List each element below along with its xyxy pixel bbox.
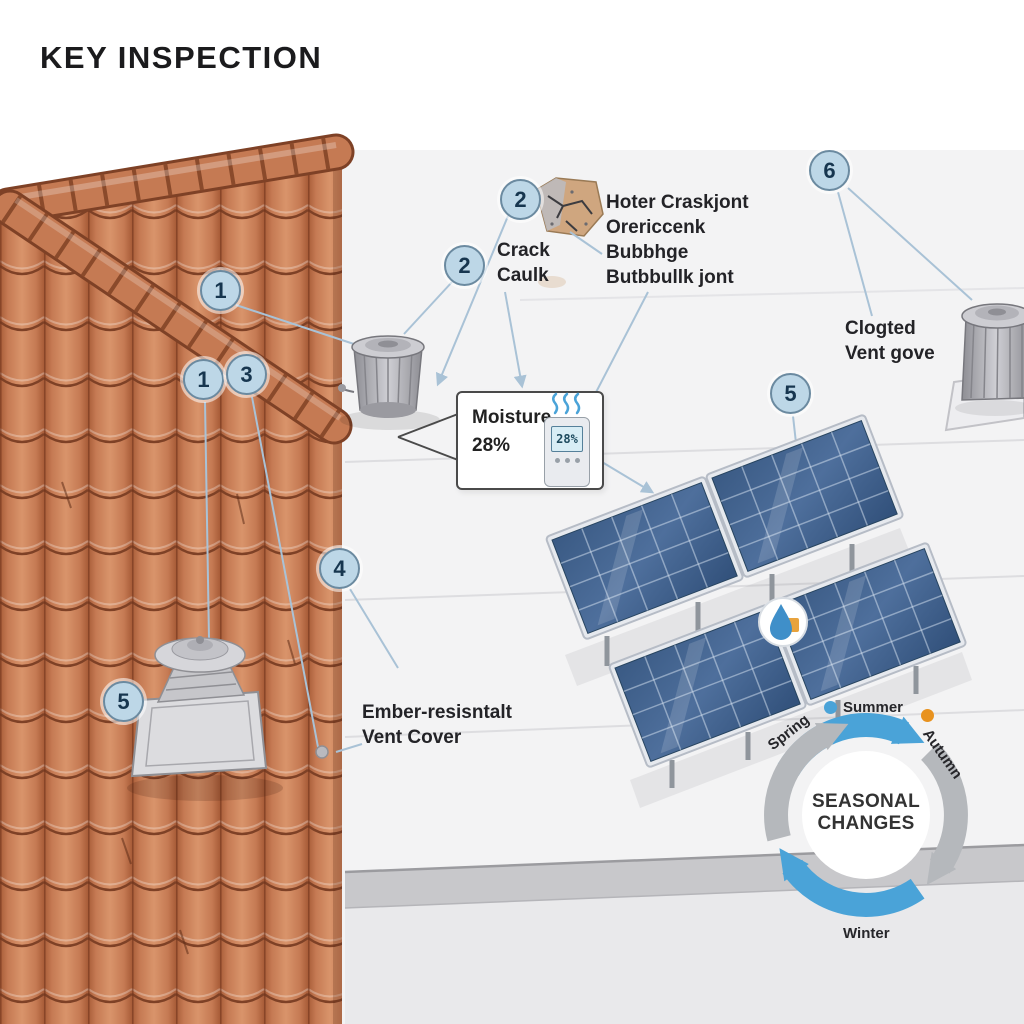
solar-panel-array (544, 413, 972, 808)
callout-3: 3 (226, 354, 267, 395)
moisture-meter-buttons (545, 458, 589, 463)
summer-dot-icon (824, 701, 837, 714)
season-winter: Winter (843, 925, 890, 942)
autumn-dot-icon (921, 709, 934, 722)
callout-2-upper: 2 (500, 179, 541, 220)
moisture-value: 28% (472, 434, 511, 456)
label-crack-caulk: Crack Caulk (497, 240, 550, 287)
page-title: KEY INSPECTION (40, 40, 323, 75)
ridge-tiles (0, 133, 355, 445)
square-roof-vent (127, 636, 283, 801)
season-summer: Summer (843, 699, 904, 716)
fastener-dot (315, 745, 329, 759)
label-clogged-vent: Clogted Vent gove (845, 318, 935, 365)
steam-waves-icon (548, 391, 588, 420)
callout-1-lower: 1 (183, 359, 224, 400)
moisture-callout-pointer (397, 413, 459, 461)
label-hot-crack-joint: Hoter Craskjont Orericcenk Bubbhge Butbb… (606, 192, 749, 289)
seasonal-changes-label: SEASONAL CHANGES (812, 791, 920, 834)
moisture-meter-device: 28% (544, 417, 590, 487)
leader-lines (146, 187, 973, 753)
roof-vent-top-right (944, 303, 1024, 432)
seasonal-cycle-arrows (764, 713, 968, 917)
callout-5-left: 5 (103, 681, 144, 722)
moisture-meter-screen: 28% (551, 426, 583, 452)
tile-roof (0, 133, 355, 1024)
crack-patch (535, 177, 604, 288)
roof-vent-cylinder (338, 335, 440, 430)
callout-6: 6 (809, 150, 850, 191)
moisture-label: Moisture (472, 407, 552, 428)
callout-2-lower: 2 (444, 245, 485, 286)
callout-5-right: 5 (770, 373, 811, 414)
droplet-icon (758, 597, 808, 647)
callout-1-upper: 1 (200, 270, 241, 311)
callout-4: 4 (319, 548, 360, 589)
label-ember-vent-cover: Ember-resisntalt Vent Cover (362, 702, 512, 749)
